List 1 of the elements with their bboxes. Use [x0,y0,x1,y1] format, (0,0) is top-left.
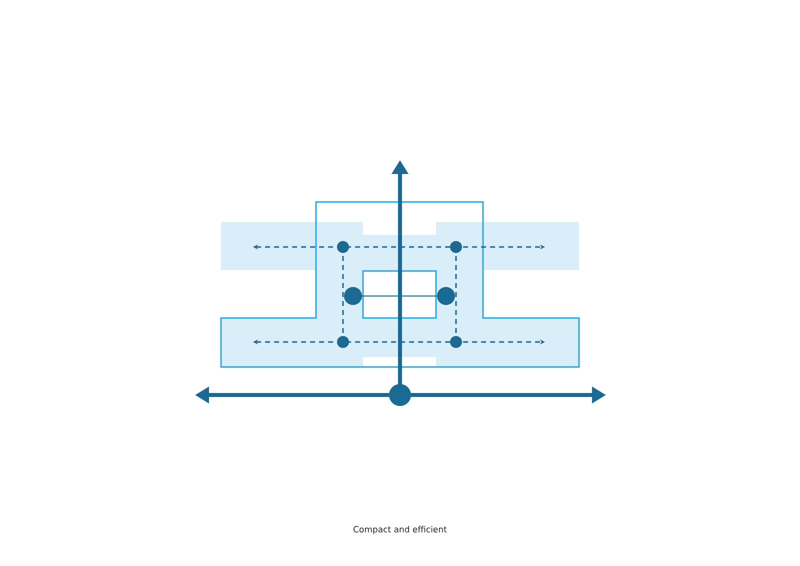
caption: Compact and efficient [354,526,447,534]
